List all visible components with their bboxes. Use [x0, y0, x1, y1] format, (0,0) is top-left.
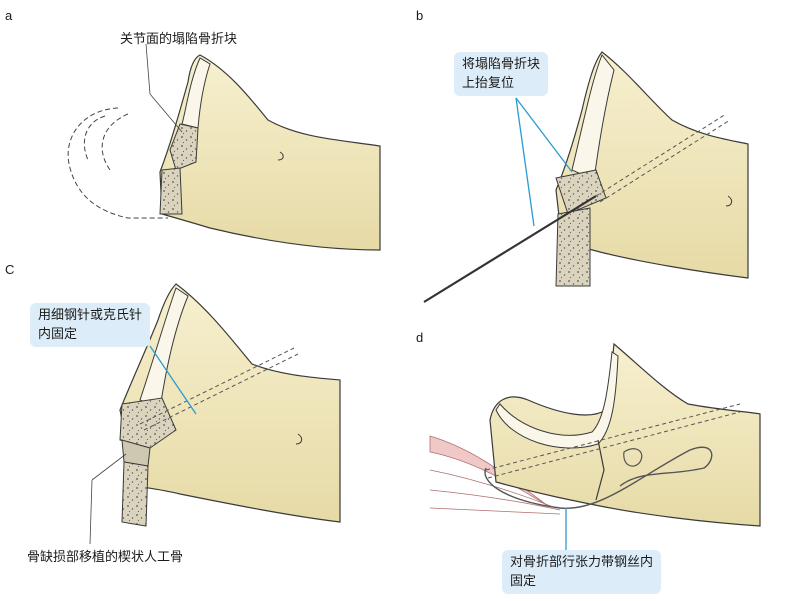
- panel-b-callout-line1: 将塌陷骨折块: [462, 57, 541, 72]
- panel-c-bone: [119, 283, 341, 523]
- panel-c-fragment: [119, 397, 177, 449]
- panel-a-bone: [159, 54, 381, 251]
- panel-b-illustration: [423, 51, 749, 303]
- panel-b-elevator-pin: [423, 195, 597, 303]
- panel-b-letter: b: [416, 8, 424, 23]
- panel-b-callout-line2: 上抬复位: [462, 76, 515, 91]
- panel-c-letter: C: [5, 262, 15, 277]
- panel-d-callout: 对骨折部行张力带钢丝内 固定: [502, 550, 662, 594]
- panel-c-callout-line1: 用细钢针或克氏针: [38, 308, 143, 323]
- panel-c-k-wire: [139, 347, 295, 425]
- panel-d-bone: [489, 342, 761, 527]
- panel-c-callout-line2: 内固定: [38, 327, 78, 342]
- panel-c-illustration: [89, 283, 341, 545]
- panel-a-illustration: [67, 43, 381, 251]
- panel-c-bottom-label: 骨缺损部移植的楔状人工骨: [27, 550, 184, 565]
- panel-a-dashed-outline: [67, 107, 168, 219]
- panel-c-callout: 用细钢针或克氏针 内固定: [30, 303, 151, 347]
- panel-d-illustration: [429, 342, 761, 552]
- panel-d-callout-line1: 对骨折部行张力带钢丝内: [510, 555, 654, 570]
- panel-d-fracture-line: [595, 439, 605, 501]
- panel-d-letter: d: [416, 330, 424, 345]
- panel-a-letter: a: [5, 8, 13, 23]
- panel-a-label: 关节面的塌陷骨折块: [120, 32, 238, 47]
- panel-b-callout: 将塌陷骨折块 上抬复位: [454, 52, 549, 96]
- panel-a-fragment: [169, 123, 199, 171]
- panel-d-tension-band-wire: [484, 446, 713, 509]
- panel-d-callout-line2: 固定: [510, 574, 537, 589]
